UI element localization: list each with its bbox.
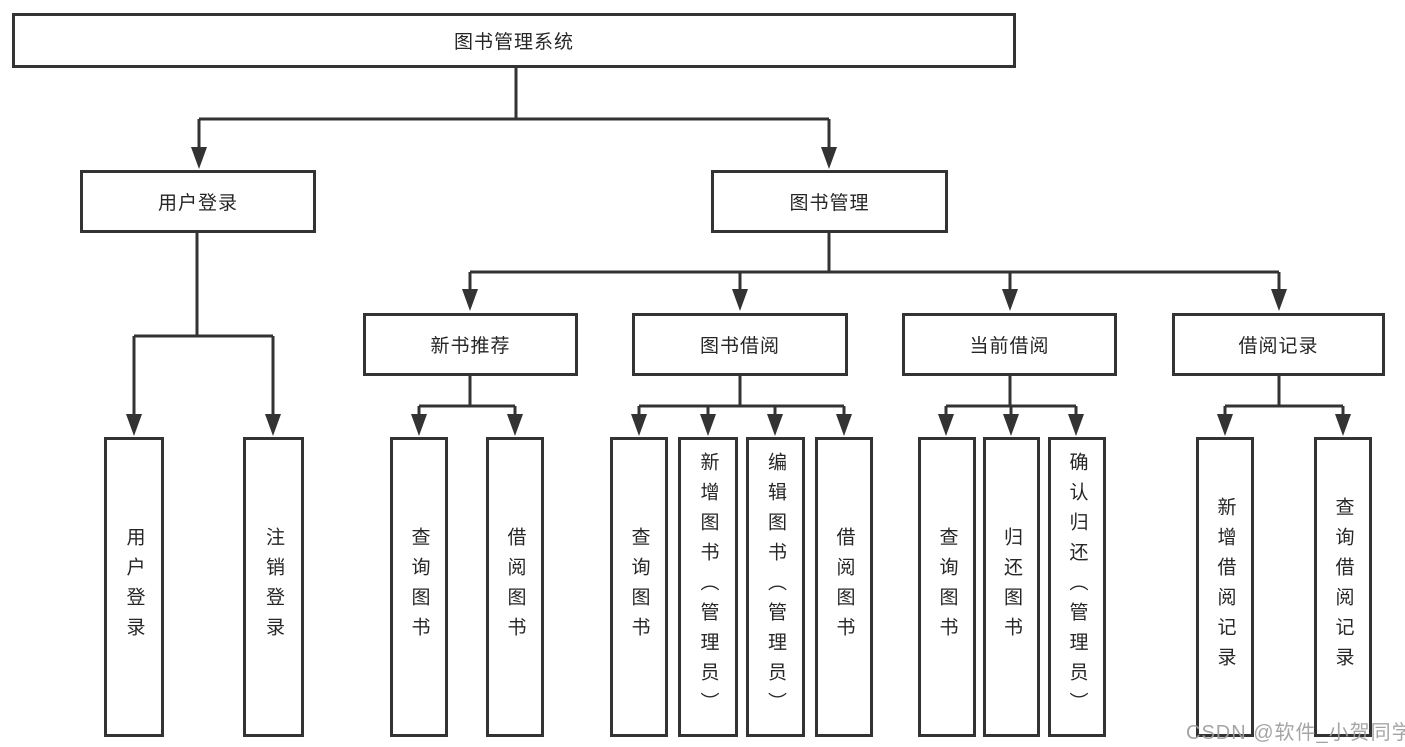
node-query-borrow-record: 查询借阅记录 [1314, 437, 1372, 737]
node-query-books-current: 查询图书 [918, 437, 976, 737]
node-add-borrow-record-label: 新增借阅记录 [1214, 497, 1236, 677]
node-current-borrowing: 当前借阅 [902, 313, 1117, 376]
node-login-leaf: 用户登录 [104, 437, 164, 737]
node-query-borrow-record-label: 查询借阅记录 [1332, 497, 1354, 677]
node-root-label: 图书管理系统 [453, 32, 574, 53]
node-new-book-recommend-label: 新书推荐 [430, 336, 511, 357]
node-book-borrowing-label: 图书借阅 [699, 336, 780, 357]
node-borrow-books-recommend: 借阅图书 [486, 437, 544, 737]
node-add-book-admin-label: 新增图书（管理员） [697, 452, 719, 722]
watermark: CSDN @软件_小贺同学 [1186, 722, 1405, 744]
node-login-leaf-label: 用户登录 [123, 527, 145, 647]
node-borrowing-records-label: 借阅记录 [1238, 336, 1319, 357]
node-logout-leaf-label: 注销登录 [263, 527, 284, 647]
node-user-login: 用户登录 [80, 170, 316, 233]
tree-edges [132, 68, 1345, 418]
node-new-book-recommend: 新书推荐 [363, 313, 578, 376]
node-current-borrowing-label: 当前借阅 [969, 336, 1050, 357]
node-book-borrowing: 图书借阅 [632, 313, 848, 376]
node-return-book-label: 归还图书 [1001, 527, 1022, 647]
node-borrowing-records: 借阅记录 [1172, 313, 1385, 376]
node-logout-leaf: 注销登录 [243, 437, 304, 737]
node-return-book: 归还图书 [983, 437, 1040, 737]
node-root: 图书管理系统 [12, 13, 1016, 68]
node-query-books-current-label: 查询图书 [936, 527, 958, 647]
node-edit-book-admin: 编辑图书（管理员） [746, 437, 805, 737]
node-add-book-admin: 新增图书（管理员） [678, 437, 738, 737]
node-confirm-return-admin: 确认归还（管理员） [1048, 437, 1106, 737]
node-add-borrow-record: 新增借阅记录 [1196, 437, 1254, 737]
arrowheads [126, 147, 1351, 436]
node-edit-book-admin-label: 编辑图书（管理员） [765, 452, 786, 722]
node-query-books-borrowing: 查询图书 [610, 437, 668, 737]
node-query-books-recommend: 查询图书 [390, 437, 448, 737]
node-borrow-books-recommend-label: 借阅图书 [504, 527, 526, 647]
node-book-management-label: 图书管理 [789, 193, 870, 214]
node-borrow-books-leaf: 借阅图书 [815, 437, 873, 737]
node-borrow-books-leaf-label: 借阅图书 [833, 527, 855, 647]
node-book-management: 图书管理 [711, 170, 948, 233]
node-query-books-borrowing-label: 查询图书 [628, 527, 650, 647]
node-user-login-label: 用户登录 [157, 193, 238, 214]
node-query-books-recommend-label: 查询图书 [408, 527, 430, 647]
node-confirm-return-admin-label: 确认归还（管理员） [1066, 452, 1088, 722]
